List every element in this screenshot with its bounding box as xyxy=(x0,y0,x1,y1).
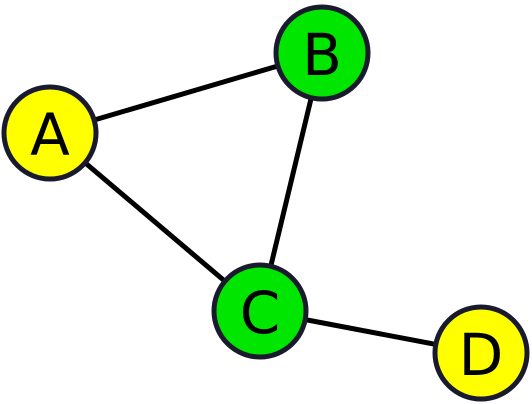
node-circle-b xyxy=(273,4,371,102)
node-c: C xyxy=(211,262,309,360)
node-label-d: D xyxy=(459,321,504,389)
node-circle-c xyxy=(211,262,309,360)
nodes-layer: A B C D xyxy=(1,4,530,402)
node-circle-d xyxy=(432,304,530,402)
node-label-a: A xyxy=(30,101,70,169)
node-label-c: C xyxy=(240,279,281,347)
node-circle-a xyxy=(1,84,99,182)
node-d: D xyxy=(432,304,530,402)
node-a: A xyxy=(1,84,99,182)
node-b: B xyxy=(273,4,371,102)
node-label-b: B xyxy=(302,21,342,89)
